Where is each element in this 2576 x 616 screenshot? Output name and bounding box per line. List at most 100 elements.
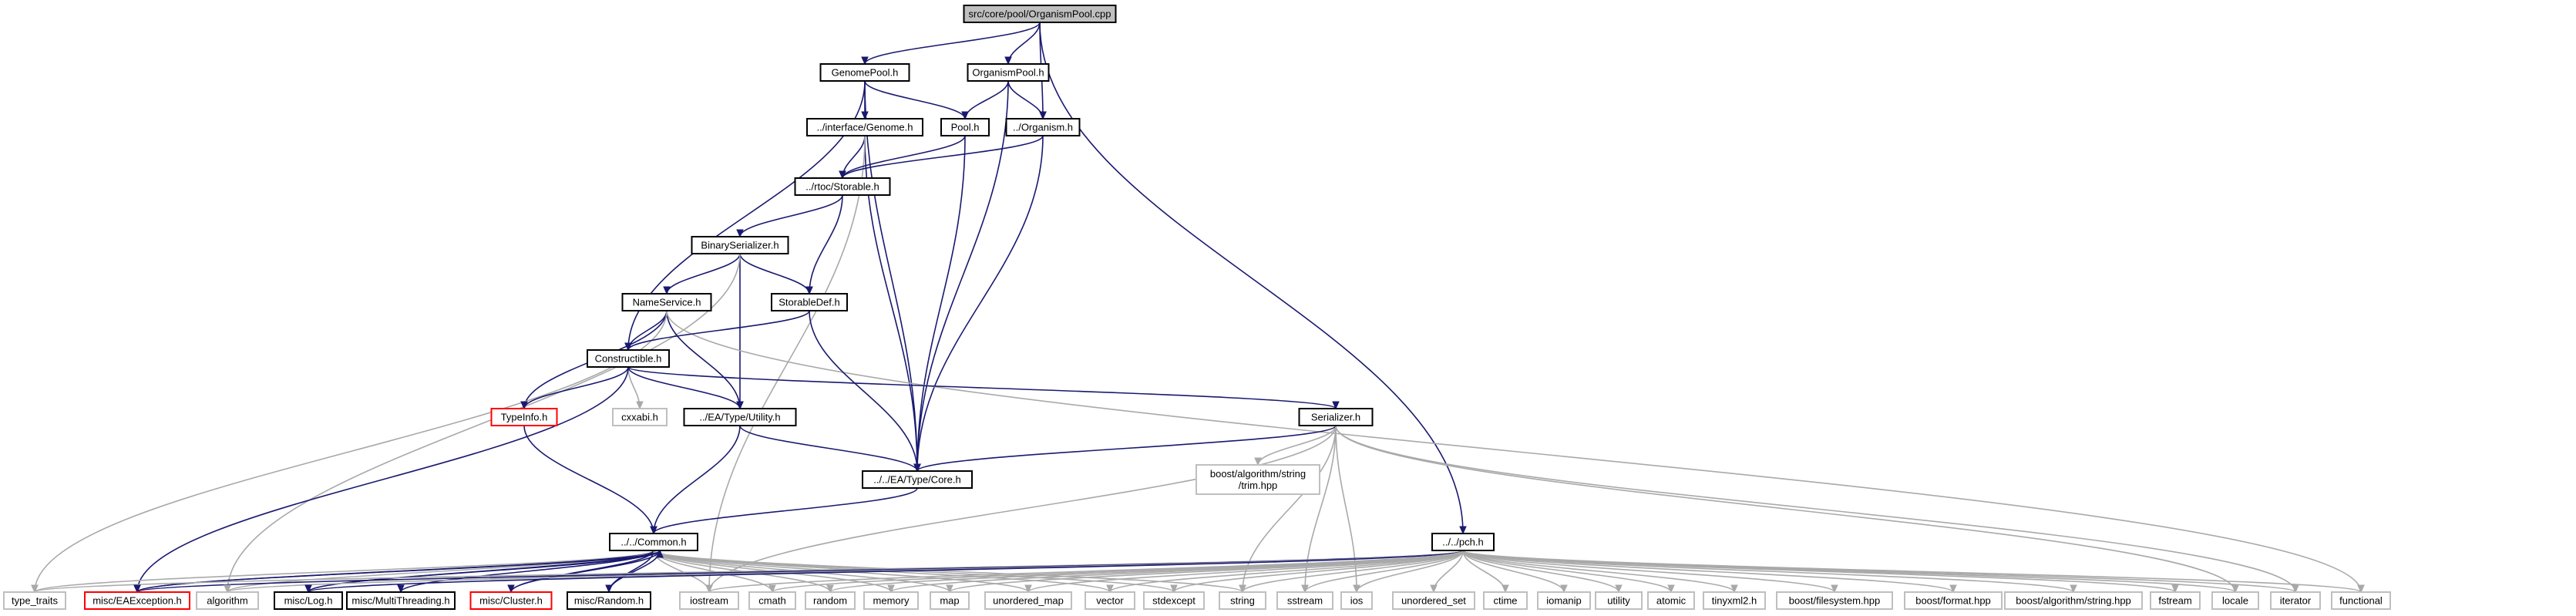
- node-misc-cluster-h[interactable]: misc/Cluster.h: [469, 591, 553, 610]
- node-label: misc/MultiThreading.h: [351, 595, 449, 607]
- node-box: [691, 236, 789, 254]
- node-label: src/core/pool/OrganismPool.cpp: [969, 8, 1111, 20]
- node-box: [806, 118, 923, 136]
- node-locale[interactable]: locale: [2211, 591, 2259, 610]
- node-serializer-h[interactable]: Serializer.h: [1298, 408, 1374, 426]
- node-label: type_traits: [12, 595, 58, 607]
- node-misc-random-h[interactable]: misc/Random.h: [567, 591, 651, 610]
- node-cxxabi-h[interactable]: cxxabi.h: [612, 408, 668, 426]
- node-label: vector: [1096, 595, 1124, 607]
- node-functional[interactable]: functional: [2331, 591, 2391, 610]
- node-nameservice-h[interactable]: NameService.h: [621, 293, 712, 311]
- node-tinyxml2-h[interactable]: tinyxml2.h: [1703, 591, 1766, 610]
- edge-organism-to-storable: [839, 135, 1044, 180]
- node-binaryserializer-h[interactable]: BinarySerializer.h: [691, 236, 789, 254]
- edge-root-to-pch: [1039, 22, 1467, 535]
- node-organismpool-h[interactable]: OrganismPool.h: [967, 63, 1050, 82]
- node-label: utility: [1607, 595, 1630, 607]
- node-src-core-pool-organismpool-cpp[interactable]: src/core/pool/OrganismPool.cpp: [963, 5, 1117, 23]
- node-misc-multithreading-h[interactable]: misc/MultiThreading.h: [346, 591, 456, 610]
- node-common-h[interactable]: ../../Common.h: [609, 533, 698, 551]
- node-boost-algorithm-string-trim-hpp[interactable]: boost/algorithm/string/trim.hpp: [1196, 464, 1320, 495]
- node-iterator[interactable]: iterator: [2270, 591, 2321, 610]
- node-box: [2150, 591, 2201, 610]
- edge-serializer-to-trim: [1254, 425, 1337, 466]
- node-box: [967, 63, 1050, 82]
- node-atomic[interactable]: atomic: [1647, 591, 1695, 610]
- node-boost-filesystem-hpp[interactable]: boost/filesystem.hpp: [1776, 591, 1893, 610]
- node-label: misc/Log.h: [284, 595, 333, 607]
- node-label: iomanip: [1546, 595, 1582, 607]
- node-box: [1085, 591, 1135, 610]
- edge-root-to-organismpool: [1004, 22, 1041, 66]
- edge-pch-to-tinyxml2: [1462, 550, 1738, 594]
- node-label: StorableDef.h: [779, 297, 840, 308]
- node-box: [490, 408, 558, 426]
- node-box: [1904, 591, 2003, 610]
- node-algorithm[interactable]: algorithm: [196, 591, 259, 610]
- node-string[interactable]: string: [1219, 591, 1266, 610]
- node-ctime[interactable]: ctime: [1483, 591, 1528, 610]
- node-box: [1647, 591, 1695, 610]
- node-random[interactable]: random: [805, 591, 856, 610]
- edge-pch-to-functional: [1462, 550, 2365, 594]
- node-label: ../../pch.h: [1442, 537, 1483, 548]
- node-rtoc-storable-h[interactable]: ../rtoc/Storable.h: [794, 177, 891, 196]
- edge-nameservice-to-utility_h: [666, 310, 744, 410]
- node-box: [1537, 591, 1591, 610]
- edge-organismpool-to-pool: [961, 80, 1009, 120]
- node-label: BinarySerializer.h: [701, 240, 779, 251]
- node-pool-h[interactable]: Pool.h: [940, 118, 990, 136]
- node-label: ../interface/Genome.h: [816, 122, 913, 133]
- node-memory[interactable]: memory: [863, 591, 919, 610]
- node-box: [274, 591, 343, 610]
- node-box: [1143, 591, 1205, 610]
- edge-pch-to-utility: [1462, 550, 1623, 594]
- node-ea-type-core-h[interactable]: ../../EA/Type/Core.h: [862, 470, 973, 489]
- edge-pch-to-ios: [1353, 550, 1464, 594]
- node-typeinfo-h[interactable]: TypeInfo.h: [490, 408, 558, 426]
- edge-constructible-to-utility_h: [627, 366, 744, 410]
- node-cmath[interactable]: cmath: [748, 591, 796, 610]
- node-boost-algorithm-string-hpp[interactable]: boost/algorithm/string.hpp: [2004, 591, 2143, 610]
- node-ios[interactable]: ios: [1340, 591, 1373, 610]
- node-label: GenomePool.h: [832, 67, 899, 79]
- node-vector[interactable]: vector: [1085, 591, 1135, 610]
- node-label: algorithm: [207, 595, 247, 607]
- node-type-traits[interactable]: type_traits: [3, 591, 66, 610]
- node-map[interactable]: map: [930, 591, 970, 610]
- node-genomepool-h[interactable]: GenomePool.h: [819, 63, 910, 82]
- node-iostream[interactable]: iostream: [679, 591, 739, 610]
- node-label: ctime: [1493, 595, 1517, 607]
- node-stdexcept[interactable]: stdexcept: [1143, 591, 1205, 610]
- node-unordered-map[interactable]: unordered_map: [984, 591, 1072, 610]
- node-misc-eaexception-h[interactable]: misc/EAException.h: [84, 591, 190, 610]
- node-box: [1776, 591, 1893, 610]
- edge-constructible-to-cxxabi: [627, 366, 644, 410]
- node-storabledef-h[interactable]: StorableDef.h: [771, 293, 848, 311]
- node-misc-log-h[interactable]: misc/Log.h: [274, 591, 343, 610]
- node-ea-type-utility-h[interactable]: ../EA/Type/Utility.h: [683, 408, 797, 426]
- node-organism-h[interactable]: ../Organism.h: [1005, 118, 1081, 136]
- node-box: [863, 591, 919, 610]
- node-interface-genome-h[interactable]: ../interface/Genome.h: [806, 118, 923, 136]
- node-utility[interactable]: utility: [1595, 591, 1643, 610]
- node-sstream[interactable]: sstream: [1276, 591, 1333, 610]
- edge-pch-to-format: [1462, 550, 1957, 594]
- node-label: cxxabi.h: [621, 412, 658, 423]
- node-box: [940, 118, 990, 136]
- node-box: [805, 591, 856, 610]
- edge-nameservice-to-type_traits: [31, 310, 668, 594]
- node-constructible-h[interactable]: Constructible.h: [587, 349, 670, 368]
- node-box: [469, 591, 553, 610]
- node-label: boost/algorithm/string.hpp: [2016, 595, 2131, 607]
- node-unordered-set[interactable]: unordered_set: [1392, 591, 1475, 610]
- node-label: boost/algorithm/string: [1210, 468, 1306, 480]
- node-boost-format-hpp[interactable]: boost/format.hpp: [1904, 591, 2003, 610]
- node-label: stdexcept: [1152, 595, 1196, 607]
- node-fstream[interactable]: fstream: [2150, 591, 2201, 610]
- node-box: [930, 591, 970, 610]
- nodes-layer: src/core/pool/OrganismPool.cppGenomePool…: [3, 5, 2391, 610]
- node-iomanip[interactable]: iomanip: [1537, 591, 1591, 610]
- node-pch-h[interactable]: ../../pch.h: [1431, 533, 1495, 551]
